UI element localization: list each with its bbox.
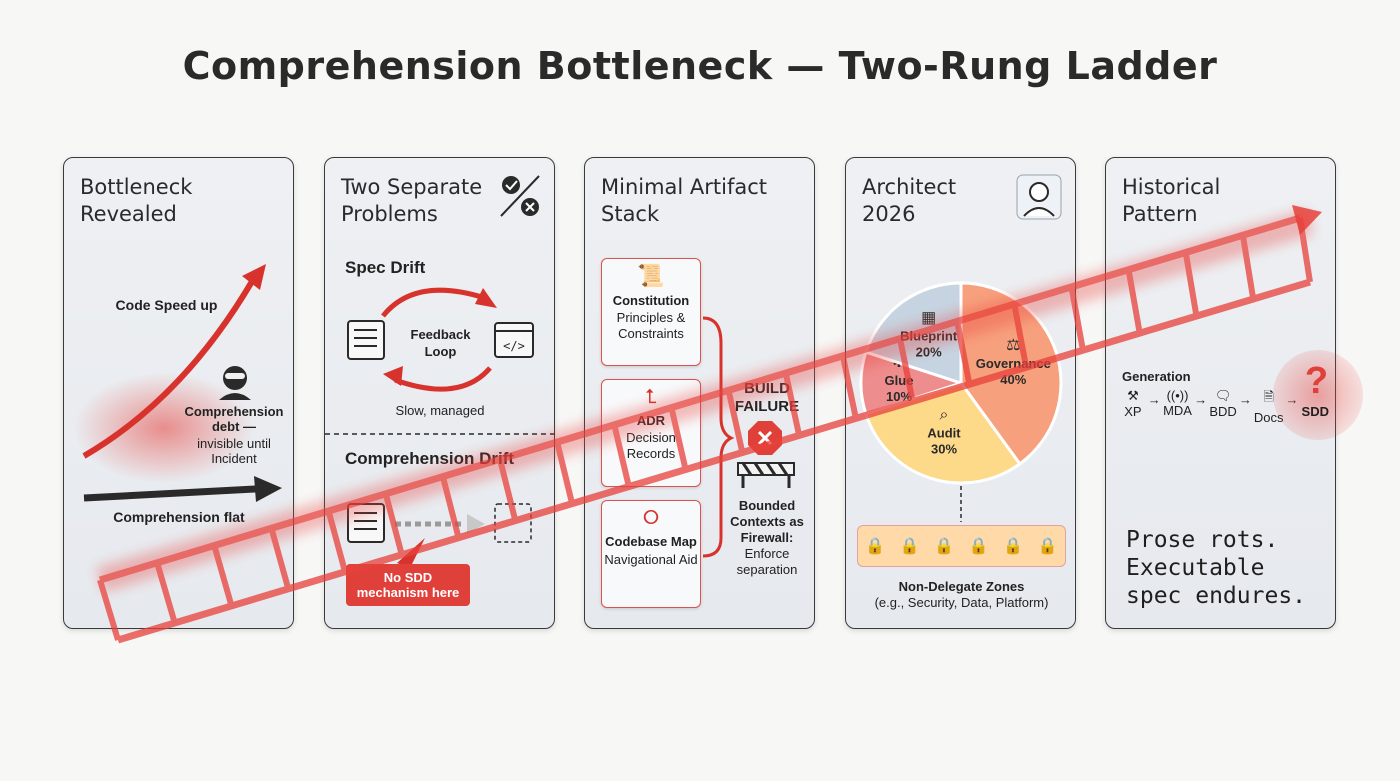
- panel-historical-pattern: Historical Pattern Generation ⚒ XP → ((•…: [1105, 157, 1363, 629]
- build-failure-label: BUILD FAILURE: [734, 380, 800, 415]
- code-speed-arrowhead: [242, 264, 266, 290]
- quote-line: spec endures.: [1126, 583, 1307, 609]
- tools-icon: ⚒: [1127, 388, 1139, 403]
- debt-desc: invisible until Incident: [197, 436, 271, 466]
- timeline-label: MDA: [1163, 403, 1192, 418]
- quote-line: Executable: [1126, 555, 1265, 581]
- feedback-loop-label: Feedback Loop: [410, 327, 471, 359]
- generation-timeline: ⚒ XP → ((•)) MDA → 🗨 BDD → 🗎 Docs → ? SD…: [1120, 350, 1363, 440]
- panel-title: Historical Pattern: [1122, 175, 1221, 226]
- arrow-icon: →: [1147, 392, 1161, 407]
- arrow-icon: →: [1194, 392, 1208, 407]
- lock-icon: 🔒: [968, 538, 989, 555]
- timeline-item: 🗨 BDD: [1209, 388, 1237, 419]
- timeline-label: XP: [1124, 404, 1142, 419]
- bounded-contexts-label: Bounded Contexts as Firewall:: [730, 498, 804, 545]
- question-mark-icon: ?: [1304, 360, 1329, 402]
- lock-icon: 🔒: [899, 538, 920, 555]
- panel-bottleneck-revealed: Bottleneck Revealed Code Speed up Compre…: [63, 157, 294, 629]
- panel-architect-2026: Architect 2026 ⚖Governance40%⌕Audit30%✱G…: [845, 157, 1076, 629]
- lock-icon: 🔒: [1003, 538, 1024, 555]
- zones-desc: (e.g., Security, Data, Platform): [874, 595, 1049, 610]
- comprehension-flat-arrowhead: [254, 476, 282, 502]
- lock-icon: 🔒: [865, 538, 886, 555]
- svg-text:</>: </>: [503, 339, 525, 353]
- ladder-rung: [554, 441, 576, 505]
- no-sdd-label: No SDD mechanism here: [356, 570, 460, 600]
- loop-arrow-bottom: [394, 366, 492, 392]
- comprehension-drift-label: Comprehension Drift: [345, 449, 515, 468]
- barrier-icon: [737, 462, 795, 488]
- document-icon: [347, 320, 385, 360]
- timeline-item: ((•)) MDA: [1163, 388, 1192, 418]
- spec-drift-label: Spec Drift: [345, 258, 426, 277]
- timeline-item: ⚒ XP: [1120, 388, 1146, 419]
- quote-line: Prose rots.: [1126, 527, 1279, 553]
- arrow-icon: →: [1238, 392, 1252, 407]
- check-cross-icon: [500, 175, 540, 217]
- lock-icon: 🔒: [1037, 538, 1058, 555]
- page-title: Comprehension Bottleneck — Two-Rung Ladd…: [182, 44, 1218, 88]
- debt-title: Comprehension debt —: [184, 404, 284, 434]
- speech-bubbles-icon: 🗨: [1214, 388, 1232, 403]
- broken-document-icon: [494, 503, 532, 543]
- timeline-label: BDD: [1209, 404, 1237, 419]
- code-speed-label: Code Speed up: [115, 297, 218, 313]
- timeline-label: SDD: [1301, 404, 1329, 419]
- timeline-item: ? SDD: [1272, 350, 1363, 440]
- loop-arrow-top: [381, 287, 486, 318]
- speed-vs-comprehension-graphic: [74, 264, 282, 502]
- closing-quote: Prose rots. Executable spec endures.: [1126, 526, 1331, 610]
- panel-artifact-stack: Minimal Artifact Stack 📜 Constitution Pr…: [584, 157, 815, 629]
- slow-managed-label: Slow, managed: [395, 403, 485, 418]
- stop-octagon-icon: [748, 421, 782, 455]
- code-window-icon: </>: [494, 322, 534, 358]
- zones-title: Non-Delegate Zones: [898, 579, 1025, 594]
- generation-label: Generation: [1122, 369, 1191, 384]
- non-delegate-locks: 🔒 🔒 🔒 🔒 🔒 🔒: [857, 525, 1066, 567]
- radio-waves-icon: ((•)): [1166, 388, 1189, 403]
- no-sdd-callout: No SDD mechanism here: [346, 564, 470, 606]
- document-icon: [347, 503, 385, 543]
- panel-two-problems: Two Separate Problems </>: [324, 157, 556, 629]
- lock-icon: 🔒: [934, 538, 955, 555]
- bounded-contexts-desc: Enforce separation: [736, 546, 798, 577]
- drift-graphic: </>: [325, 175, 556, 568]
- comprehension-flat-arrow: [83, 485, 257, 502]
- comprehension-flat-label: Comprehension flat: [113, 509, 245, 525]
